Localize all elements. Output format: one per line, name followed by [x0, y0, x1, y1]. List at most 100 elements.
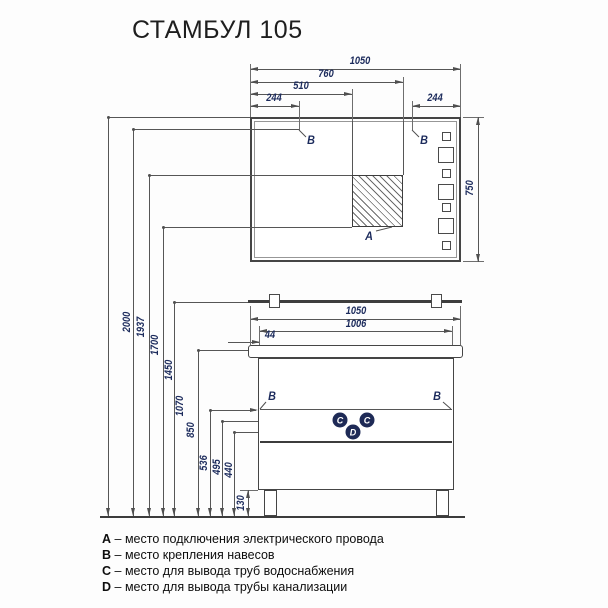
- legend-letter-a: A: [102, 532, 112, 546]
- arrow: [245, 508, 250, 516]
- dim-line-1050-mirror: [250, 69, 461, 70]
- arrow: [453, 316, 461, 321]
- arrow: [412, 103, 420, 108]
- dim-height-countertop: 850: [185, 422, 197, 438]
- arrow: [444, 328, 452, 333]
- dim-leader: [149, 175, 352, 176]
- dim-height-total: 2000: [121, 311, 133, 333]
- arrow: [259, 328, 267, 333]
- electrical-zone-hatch: [352, 175, 403, 227]
- extension-line: [403, 77, 404, 121]
- cabinet-leg-left: [264, 490, 277, 516]
- dim-height-niche: 536: [198, 455, 210, 471]
- arrow: [250, 66, 258, 71]
- dim-line-1700: [149, 175, 150, 516]
- dim-mirror-width: 1050: [349, 55, 371, 67]
- arrow: [453, 66, 461, 71]
- dim-line-495: [222, 421, 223, 516]
- mirror-decor-square: [442, 169, 451, 178]
- niche-bottom-line: [260, 409, 452, 410]
- dim-line-1050-cabinet: [250, 319, 461, 320]
- cabinet-body: [258, 358, 454, 490]
- legend: A – место подключения электрического про…: [102, 531, 384, 595]
- dim-corner: [148, 174, 151, 177]
- legend-text-a: – место подключения электрического прово…: [114, 532, 384, 546]
- extension-line: [250, 306, 251, 345]
- dim-corner: [132, 128, 135, 131]
- dim-cabinet-inner-width: 1006: [345, 318, 367, 330]
- legend-text-d: – место для вывода трубы канализации: [114, 580, 348, 594]
- dim-corner: [209, 409, 212, 412]
- extension-line: [463, 261, 484, 262]
- dim-cabinet-width: 1050: [345, 305, 367, 317]
- dim-line-440: [234, 432, 235, 516]
- extension-line: [460, 64, 461, 117]
- dim-leader: [133, 129, 299, 130]
- arrow: [395, 79, 403, 84]
- arrow: [171, 508, 176, 516]
- arrow: [344, 91, 352, 96]
- extension-line: [463, 117, 484, 118]
- dim-mirror-510: 510: [293, 80, 309, 92]
- extension-line: [412, 101, 413, 130]
- cabinet-leg-right: [436, 490, 449, 516]
- arrow: [195, 508, 200, 516]
- extension-line: [250, 64, 251, 117]
- legend-letter-b: B: [102, 548, 112, 562]
- marker-b-mirror-left: B: [307, 133, 315, 147]
- arrow: [219, 508, 224, 516]
- mirror-decor-square: [442, 132, 451, 141]
- extension-line: [299, 101, 300, 130]
- legend-item-d: D – место для вывода трубы канализации: [102, 579, 384, 595]
- mirror-decor-square: [442, 241, 451, 250]
- dim-corner: [162, 226, 165, 229]
- arrow: [291, 103, 299, 108]
- dim-leader: [198, 350, 250, 351]
- dim-corner: [197, 349, 200, 352]
- mirror-inner-frame: [254, 121, 457, 258]
- dim-line-760: [250, 82, 403, 83]
- arrow: [231, 508, 236, 516]
- dim-height-zone-a-top: 1700: [149, 334, 161, 356]
- mirror-decor-square: [438, 147, 454, 163]
- dim-line-130: [248, 490, 249, 516]
- dim-corner: [173, 301, 176, 304]
- legend-text-c: – место для вывода труб водоснабжения: [114, 564, 355, 578]
- arrow: [160, 508, 165, 516]
- dim-line-1006: [259, 331, 452, 332]
- marker-c-badge-right: C: [359, 412, 375, 428]
- legend-item-c: C – место для вывода труб водоснабжения: [102, 563, 384, 579]
- mirror-guide-line: [403, 121, 404, 175]
- dim-corner: [221, 420, 224, 423]
- arrow: [250, 91, 258, 96]
- arrow: [130, 508, 135, 516]
- legend-item-a: A – место подключения электрического про…: [102, 531, 384, 547]
- dim-line-510: [250, 94, 352, 95]
- dim-line-2000: [108, 117, 109, 516]
- legend-text-b: – место крепления навесов: [114, 548, 275, 562]
- mirror-guide-line: [352, 121, 353, 175]
- arrow: [250, 316, 258, 321]
- dim-leader: [174, 302, 248, 303]
- marker-b-cabinet-left: B: [268, 389, 276, 403]
- extension-line: [452, 326, 453, 350]
- dim-height-legs: 130: [235, 495, 247, 511]
- arrow: [146, 508, 151, 516]
- dim-line-750: [478, 117, 479, 262]
- dim-line-850: [198, 350, 199, 516]
- dim-mirror-height: 750: [464, 180, 476, 196]
- glass-shelf: [248, 300, 462, 303]
- dim-line-536: [210, 410, 211, 516]
- dim-leader: [163, 227, 352, 228]
- extension-line: [352, 89, 353, 121]
- dim-height-drain: 440: [223, 462, 235, 478]
- dim-line-1070: [174, 302, 175, 516]
- marker-c-badge-left: C: [332, 412, 348, 428]
- arrow: [250, 79, 258, 84]
- extension-line: [259, 326, 260, 352]
- arrow: [475, 117, 480, 125]
- floor-line: [100, 516, 465, 518]
- mirror-decor-square: [442, 203, 451, 212]
- legend-letter-d: D: [102, 580, 112, 594]
